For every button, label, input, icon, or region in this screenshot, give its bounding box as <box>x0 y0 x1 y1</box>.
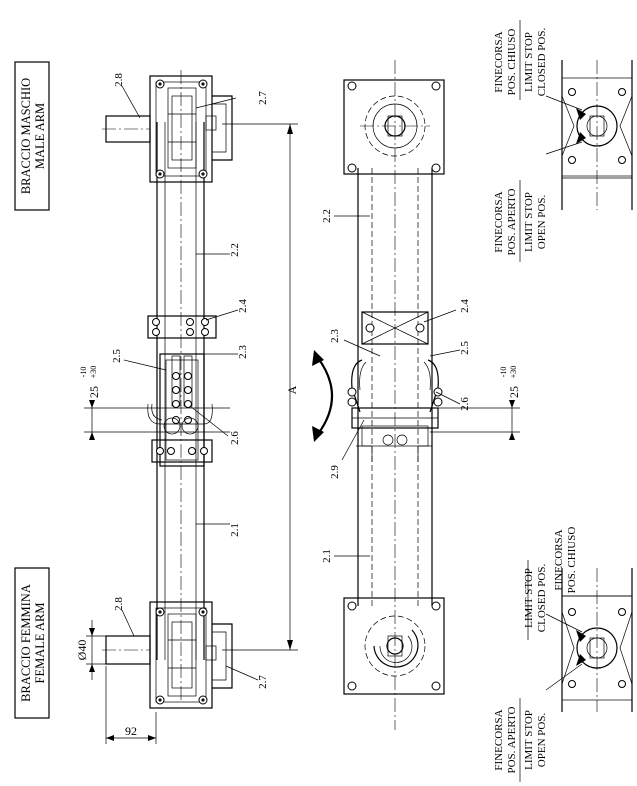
label-2-3-plan: 2.3 <box>329 329 341 343</box>
male-arm-title: BRACCIO MASCHIO MALE ARM <box>14 61 50 211</box>
label-2-7-bottom: 2.7 <box>257 675 269 689</box>
label-2-1-side: 2.1 <box>229 523 241 537</box>
label-2-6-plan: 2.6 <box>459 397 471 411</box>
label-2-4-plan: 2.4 <box>459 299 471 313</box>
closed-it-1-top: FINECORSA <box>493 31 505 92</box>
closed-en-1-top: LIMIT STOP <box>523 32 535 92</box>
label-2-4-side: 2.4 <box>237 299 249 313</box>
open-en-1-top: LIMIT STOP <box>523 192 535 252</box>
male-arm-title-it: BRACCIO MASCHIO <box>19 78 33 194</box>
dimension-left-tol-upper: -10 <box>79 367 88 378</box>
limit-stop-labels-bottom: FINECORSA POS. CHIUSO LIMIT STOP CLOSED … <box>493 527 578 782</box>
label-2-2-plan: 2.2 <box>321 209 333 223</box>
dimension-right-tol-upper: -10 <box>499 367 508 378</box>
label-2-5-plan: 2.5 <box>459 341 471 355</box>
label-2-8-bottom: 2.8 <box>113 597 125 611</box>
female-arm-title: BRACCIO FEMMINA FEMALE ARM <box>14 567 50 719</box>
side-view-labels: 2.7 2.8 2.2 2.4 2.3 2.5 2.6 2.1 2.8 2.7 <box>111 73 269 689</box>
limit-stop-detail-top <box>545 60 633 210</box>
dimension-tolerance-right: 25 -10 +30 <box>430 366 521 440</box>
dimension-right-value: 25 <box>507 386 521 398</box>
dimension-a: A <box>222 123 299 651</box>
limit-stop-detail-bottom <box>545 568 633 712</box>
open-it-1-bottom: FINECORSA <box>493 709 505 770</box>
dimension-tolerance-left: 25 -10 +30 <box>79 366 230 440</box>
dimension-92: 92 <box>105 666 157 744</box>
dimension-diameter: Ø40 <box>75 620 106 680</box>
female-arm-title-en: FEMALE ARM <box>33 603 47 684</box>
label-2-9-plan: 2.9 <box>329 465 341 479</box>
closed-en-1-bottom: LIMIT STOP <box>523 568 535 628</box>
side-view <box>102 70 233 709</box>
closed-it-1-bottom: FINECORSA <box>553 529 565 590</box>
label-2-5-side: 2.5 <box>111 349 123 363</box>
open-it-2-bottom: POS. APERTO <box>506 706 518 773</box>
limit-stop-labels-top: FINECORSA POS. CHIUSO LIMIT STOP CLOSED … <box>493 20 548 262</box>
closed-en-2-bottom: CLOSED POS. <box>536 564 548 633</box>
label-2-3-side: 2.3 <box>237 345 249 359</box>
male-arm-title-en: MALE ARM <box>33 103 47 169</box>
open-en-2-top: OPEN POS. <box>536 195 548 250</box>
label-2-2-side: 2.2 <box>229 243 241 257</box>
open-it-1-top: FINECORSA <box>493 191 505 252</box>
dimension-left-tol-lower: +30 <box>89 366 98 379</box>
label-2-6-side: 2.6 <box>229 431 241 445</box>
female-arm-title-it: BRACCIO FEMMINA <box>19 584 33 702</box>
label-2-8-top: 2.8 <box>113 73 125 87</box>
open-en-1-bottom: LIMIT STOP <box>523 710 535 770</box>
plan-view-labels: 2.2 2.4 2.3 2.5 2.6 2.9 2.1 <box>321 209 471 563</box>
dimension-right-tol-lower: +30 <box>509 366 518 379</box>
dimension-a-label: A <box>285 385 299 394</box>
rotation-arrow <box>312 350 334 442</box>
closed-it-2-bottom: POS. CHIUSO <box>566 527 578 594</box>
closed-en-2-top: CLOSED POS. <box>536 28 548 97</box>
dimension-92-label: 92 <box>125 724 137 738</box>
open-en-2-bottom: OPEN POS. <box>536 713 548 768</box>
open-it-2-top: POS. APERTO <box>506 188 518 255</box>
closed-it-2-top: POS. CHIUSO <box>506 29 518 96</box>
dimension-left-value: 25 <box>87 386 101 398</box>
label-2-7-top: 2.7 <box>257 91 269 105</box>
plan-view <box>343 60 445 730</box>
dimension-diameter-label: Ø40 <box>75 640 89 661</box>
label-2-1-plan: 2.1 <box>321 549 333 563</box>
